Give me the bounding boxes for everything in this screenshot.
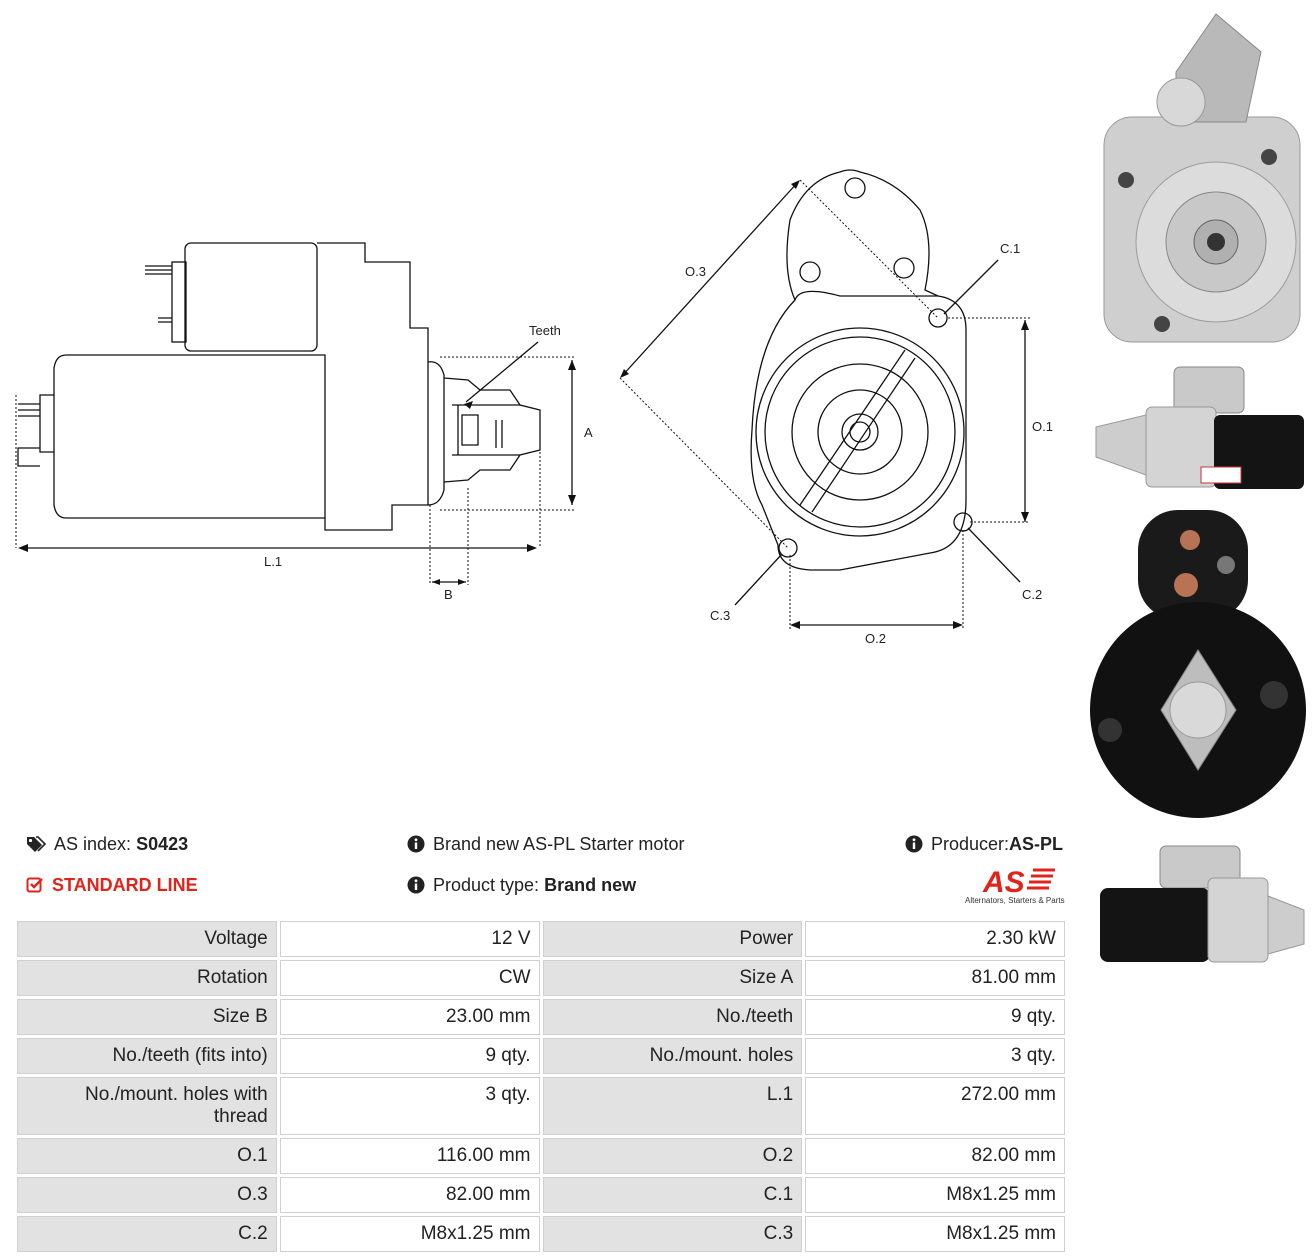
spec-value: 82.00 mm xyxy=(279,1177,540,1213)
c3-leader-line xyxy=(734,553,783,606)
standard-line-badge: STANDARD LINE xyxy=(26,874,198,896)
b-label: B xyxy=(444,587,453,602)
spec-label: No./mount. holes xyxy=(542,1038,803,1074)
logo-tagline: Alternators, Starters & Parts xyxy=(965,896,1065,905)
as-pl-logo: AS Alternators, Starters & Parts xyxy=(965,864,1070,908)
spec-value: 12 V xyxy=(279,921,540,957)
info-icon xyxy=(905,835,923,853)
o2-label: O.2 xyxy=(865,631,886,646)
spec-label: O.2 xyxy=(542,1138,803,1174)
index-value: S0423 xyxy=(136,834,189,854)
a-label: A xyxy=(584,425,593,440)
standard-line-text: STANDARD LINE xyxy=(52,875,198,895)
teeth-label: Teeth xyxy=(529,323,561,338)
spec-value: M8x1.25 mm xyxy=(805,1216,1065,1252)
spec-value: 272.00 mm xyxy=(805,1077,1065,1135)
spec-value: 3 qty. xyxy=(279,1077,540,1135)
spec-label: Size A xyxy=(542,960,803,996)
as-index: AS index: S0423 xyxy=(26,833,188,855)
photo-rear-view xyxy=(1090,510,1306,818)
solenoid-cap xyxy=(171,261,187,343)
spec-value: M8x1.25 mm xyxy=(279,1216,540,1252)
l1-label: L.1 xyxy=(264,554,282,569)
c3-label: C.3 xyxy=(710,608,730,623)
spec-label: Rotation xyxy=(17,960,277,996)
spec-value: 23.00 mm xyxy=(279,999,540,1035)
logo-text: AS xyxy=(982,866,1025,896)
c2-leader-line xyxy=(967,527,1021,583)
motor-body-outline xyxy=(53,354,326,519)
teeth-leader-line xyxy=(465,341,539,403)
spec-label: No./teeth (fits into) xyxy=(17,1038,277,1074)
photo-front-flange xyxy=(1103,13,1301,343)
spec-label: No./teeth xyxy=(542,999,803,1035)
c2-label: C.2 xyxy=(1022,587,1042,602)
spec-label: L.1 xyxy=(542,1077,803,1135)
producer-value: AS-PL xyxy=(1009,834,1064,854)
type-label: Product type: xyxy=(433,875,540,895)
solenoid-outline xyxy=(184,242,318,352)
spec-label: C.2 xyxy=(17,1216,277,1252)
spec-value: 2.30 kW xyxy=(805,921,1065,957)
title-text: Brand new AS-PL Starter motor xyxy=(433,834,685,854)
o1-label: O.1 xyxy=(1032,419,1053,434)
product-type: Product type: Brand new xyxy=(407,874,636,896)
dimension-o3-line xyxy=(621,181,799,377)
c1-label: C.1 xyxy=(1000,241,1020,256)
photo-top-view xyxy=(1100,845,1305,963)
spec-value: CW xyxy=(279,960,540,996)
spec-value: 3 qty. xyxy=(805,1038,1065,1074)
spec-value: 9 qty. xyxy=(279,1038,540,1074)
info-icon xyxy=(407,835,425,853)
spec-label: Power xyxy=(542,921,803,957)
spec-label: C.1 xyxy=(542,1177,803,1213)
checkbox-icon xyxy=(26,877,43,893)
producer-label: Producer: xyxy=(931,834,1010,854)
spec-row: No./teeth (fits into)9 qty.No./mount. ho… xyxy=(17,1038,1065,1074)
c1-leader-line xyxy=(943,259,999,315)
spec-value: 82.00 mm xyxy=(805,1138,1065,1174)
product-title: Brand new AS-PL Starter motor xyxy=(407,833,684,855)
spec-label: Voltage xyxy=(17,921,277,957)
hole-c3 xyxy=(778,538,798,558)
front-flange-outline xyxy=(750,290,967,571)
index-label: AS index: xyxy=(54,834,132,854)
spec-label: O.1 xyxy=(17,1138,277,1174)
o3-label: O.3 xyxy=(685,264,706,279)
technical-drawing: Teeth A L.1 B O.3 C.1 O.1 C.2 C.3 O.2 xyxy=(15,169,1053,646)
spec-value: M8x1.25 mm xyxy=(805,1177,1065,1213)
spec-value: 9 qty. xyxy=(805,999,1065,1035)
photo-side-view xyxy=(1095,366,1304,489)
tags-icon xyxy=(27,836,46,852)
type-value: Brand new xyxy=(544,875,637,895)
as-logo-mark: AS xyxy=(982,866,1055,899)
spec-value: 81.00 mm xyxy=(805,960,1065,996)
spec-label: Size B xyxy=(17,999,277,1035)
spec-label: C.3 xyxy=(542,1216,803,1252)
producer: Producer:AS-PL xyxy=(905,833,1063,855)
spec-label: No./mount. holes with thread xyxy=(17,1077,277,1135)
info-icon xyxy=(407,876,425,894)
spec-label: O.3 xyxy=(17,1177,277,1213)
hole-c1 xyxy=(928,308,948,328)
spec-value: 116.00 mm xyxy=(279,1138,540,1174)
